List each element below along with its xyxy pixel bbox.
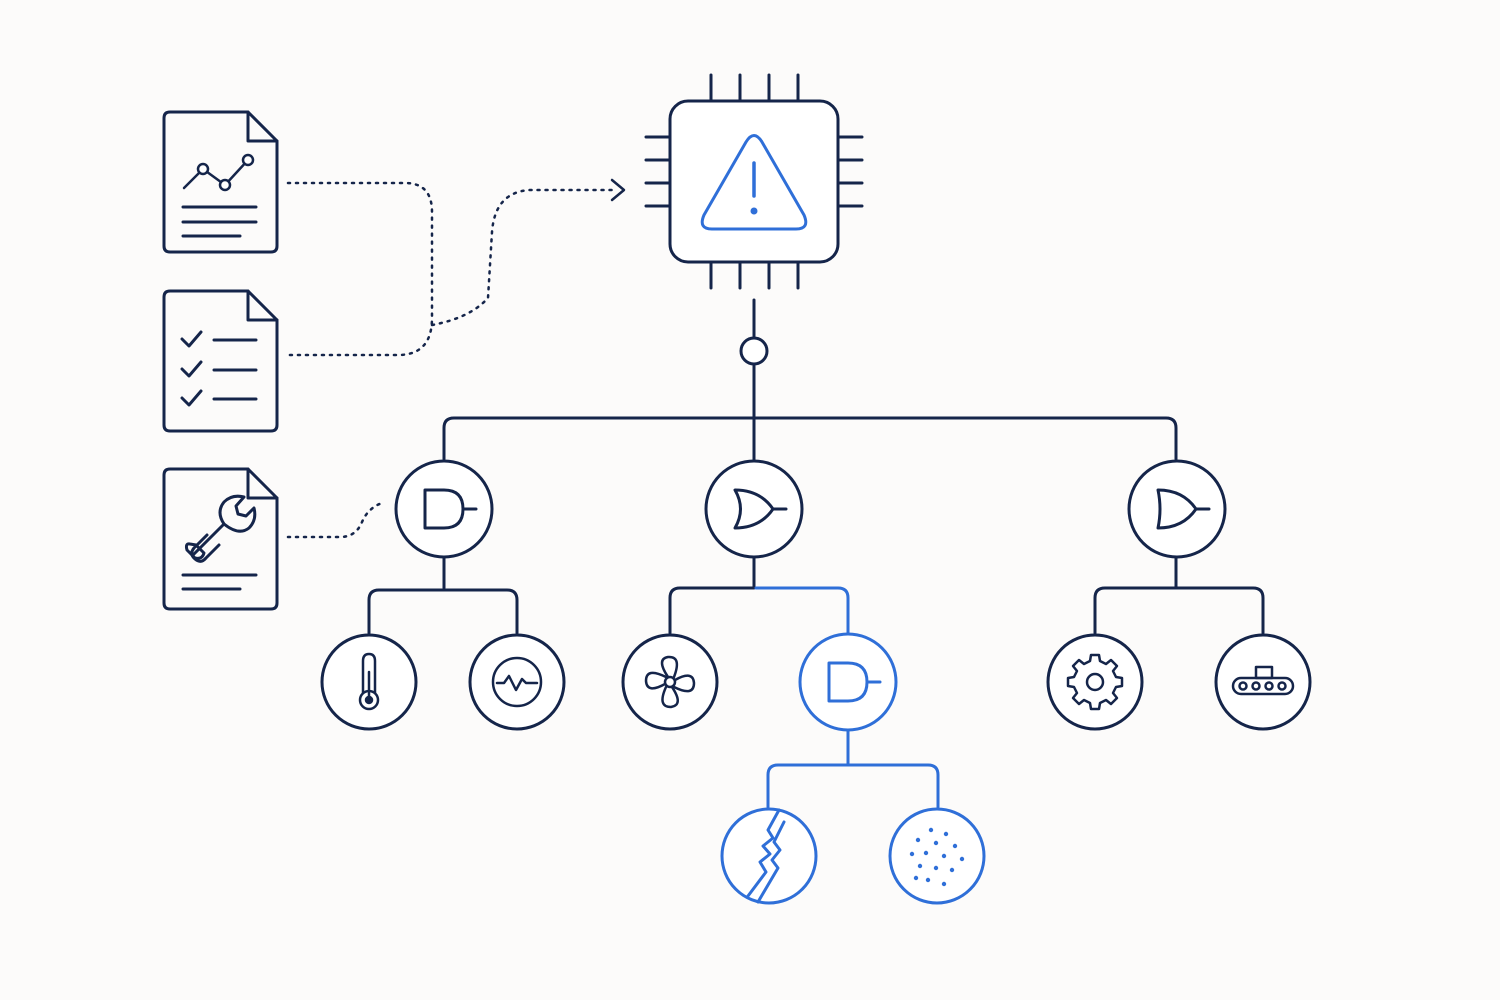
chip-pins	[644, 73, 864, 290]
document-chart	[162, 110, 279, 254]
gate-or-center	[704, 459, 804, 559]
particles-icon	[909, 827, 965, 887]
event-crack	[720, 807, 818, 905]
and-gate-icon	[423, 488, 478, 530]
document-maintenance	[162, 467, 279, 611]
top-event-chip	[644, 73, 864, 290]
and-gate-icon	[827, 661, 882, 703]
event-gear	[1046, 633, 1144, 731]
junction-node	[739, 336, 769, 366]
document-links	[286, 181, 614, 539]
event-fan	[621, 633, 719, 731]
event-particles	[888, 807, 986, 905]
connector-level1	[442, 416, 1178, 461]
wrench-icon	[184, 494, 257, 563]
link-wrench-doc	[286, 501, 384, 539]
signal-wave-icon	[491, 656, 543, 708]
checklist-icon	[180, 330, 258, 407]
gear-icon	[1066, 653, 1124, 711]
connector-gate2-left	[668, 555, 756, 635]
or-gate-icon	[1156, 488, 1211, 530]
event-temperature	[320, 633, 418, 731]
link-chart-doc	[286, 181, 434, 357]
connector-gate4-children	[766, 729, 940, 809]
conveyor-icon	[1231, 665, 1295, 696]
connector-gate3-children	[1093, 555, 1265, 635]
trend-chart-icon	[182, 153, 255, 192]
connector-gate2-right	[754, 586, 850, 635]
event-conveyor	[1214, 633, 1312, 731]
link-arrowhead	[610, 178, 626, 202]
tree-connectors	[367, 298, 1265, 635]
connector-gate1-children	[367, 555, 519, 635]
thermometer-icon	[358, 652, 380, 711]
fan-icon	[644, 655, 696, 709]
warning-triangle-icon	[700, 134, 808, 231]
link-checklist-doc	[430, 188, 614, 327]
gate-and-highlighted	[798, 632, 898, 732]
crack-icon	[746, 808, 786, 904]
highlight-connectors	[754, 586, 940, 809]
gate-or-right	[1127, 459, 1227, 559]
document-checklist	[162, 289, 279, 433]
or-gate-icon	[733, 488, 788, 530]
event-signal	[468, 633, 566, 731]
gate-and-left	[394, 459, 494, 559]
